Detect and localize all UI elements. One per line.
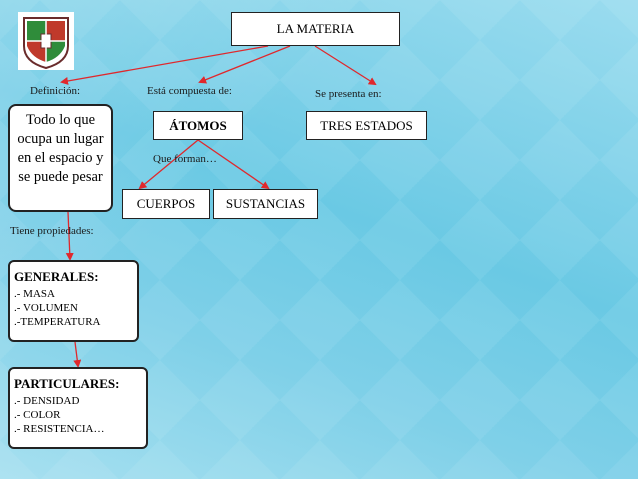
node-atomos: ÁTOMOS [153,111,243,140]
label-properties: Tiene propiedades: [10,225,94,237]
generales-item: .-TEMPERATURA [14,316,101,328]
arrow-atoms-substances [197,139,270,190]
node-sustancias: SUSTANCIAS [213,189,318,219]
node-definition: Todo lo que ocupa un lugar en el espacio… [8,104,113,212]
generales-item: .- VOLUMEN [14,302,78,314]
node-sustancias-text: SUSTANCIAS [225,196,306,211]
node-tres-estados-text: TRES ESTADOS [320,117,413,133]
label-presents: Se presenta en: [315,88,382,100]
generales-title: GENERALES: [14,269,99,284]
shield-crest-logo [18,12,74,70]
label-composed: Está compuesta de: [147,85,232,97]
node-la-materia: LA MATERIA [231,12,400,46]
node-la-materia-text: LA MATERIA [276,21,355,36]
generales-item: .- MASA [14,288,55,300]
node-tres-estados: TRES ESTADOS [306,111,427,140]
arrow-root-definition [60,45,269,85]
node-definition-text: Todo lo que ocupa un lugar en el espacio… [17,112,104,185]
arrow-root-composed [198,45,291,84]
arrow-root-presents [314,45,377,86]
particulares-item: .- DENSIDAD [14,395,80,407]
arrow-generales-particulares [73,341,82,368]
particulares-title: PARTICULARES: [14,376,120,391]
label-form: Que forman… [153,153,217,165]
node-generales: GENERALES: .- MASA .- VOLUMEN .-TEMPERAT… [8,260,139,342]
particulares-item: .- RESISTENCIA… [14,423,105,435]
node-cuerpos-text: CUERPOS [136,196,196,211]
node-particulares: PARTICULARES: .- DENSIDAD .- COLOR .- RE… [8,367,148,449]
node-atomos-text: ÁTOMOS [169,117,227,133]
particulares-item: .- COLOR [14,409,61,421]
arrow-atoms-bodies [138,139,199,190]
arrow-definition-generales [65,211,74,261]
node-cuerpos: CUERPOS [122,189,210,219]
label-definition: Definición: [30,85,81,97]
